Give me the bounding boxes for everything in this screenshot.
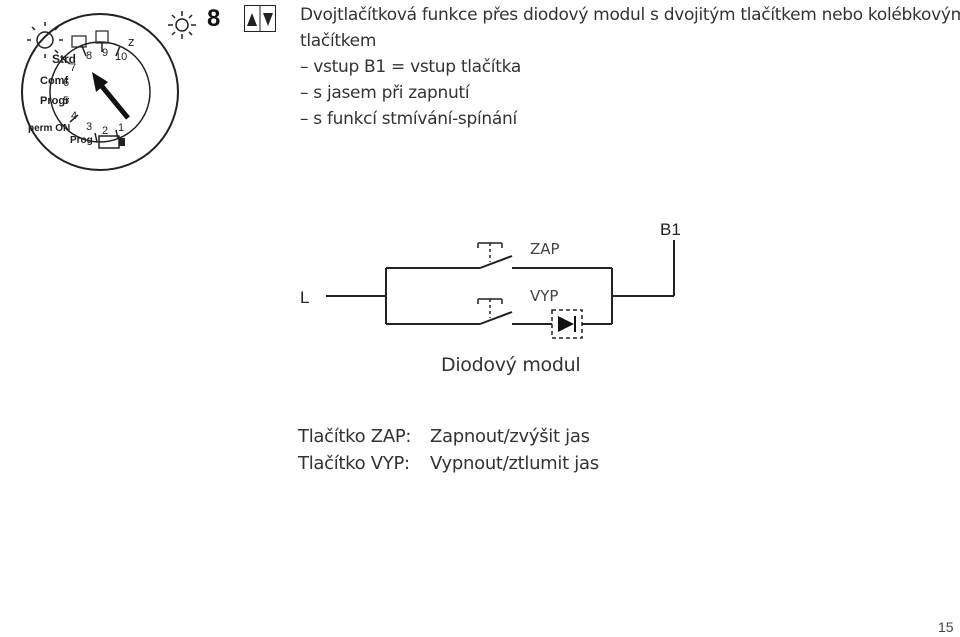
sun-icon <box>27 22 63 58</box>
label-vyp: VYP <box>530 287 558 305</box>
up-down-buttons-icon <box>244 5 276 32</box>
brightness-icon <box>168 11 196 39</box>
dial-outer-ring <box>21 13 179 171</box>
dial-label-progr: Progr <box>40 95 70 107</box>
legend-row-zap: Tlačítko ZAP: Zapnout/zvýšit jas <box>298 423 599 450</box>
dial-number-3: 3 <box>86 121 92 133</box>
label-zap: ZAP <box>530 240 560 258</box>
dial-number-2: 2 <box>102 125 108 137</box>
arrow-up-icon <box>247 13 257 26</box>
dial-label-strd: Strd <box>52 52 76 66</box>
diode-module <box>551 309 583 339</box>
legend-key-vyp: Tlačítko VYP: <box>298 453 410 474</box>
diode-symbol <box>558 316 574 332</box>
switch-zap-contact <box>479 255 513 269</box>
lamp-icon-cap <box>119 138 125 146</box>
dial-number-6: 6 <box>63 77 69 89</box>
page-number: 15 <box>938 619 954 635</box>
label-l: L <box>300 288 309 307</box>
label-b1: B1 <box>660 220 681 239</box>
dial-number-4: 4 <box>71 110 77 122</box>
legend-key-zap: Tlačítko ZAP: <box>298 426 412 447</box>
dial-number-1: 1 <box>118 122 124 134</box>
button-legend: Tlačítko ZAP: Zapnout/zvýšit jas Tlačítk… <box>298 423 599 477</box>
legend-value-vyp: Vypnout/ztlumit jas <box>430 453 599 474</box>
description-line-2: tlačítkem <box>300 31 377 51</box>
mode-number: 8 <box>207 5 221 32</box>
dial-number-10: 10 <box>115 51 127 63</box>
dial-number-7: 7 <box>70 62 76 74</box>
dial-label-comf: Comf <box>40 75 68 87</box>
wiring-diagram: L B1 ZAP VYP <box>300 220 681 339</box>
dial-number-5: 5 <box>63 95 69 107</box>
switch-vyp-contact <box>479 311 513 325</box>
display-icon <box>71 35 87 48</box>
sleep-icon: z <box>128 35 134 49</box>
dial-label-perm-on: perm ON <box>28 123 70 134</box>
pushbutton-vyp <box>477 298 503 318</box>
description-line-1: Dvojtlačítková funkce přes diodový modul… <box>300 5 960 25</box>
arrow-down-icon <box>263 13 273 26</box>
description-line-3: – vstup B1 = vstup tlačítka <box>300 57 521 77</box>
rotary-dial-illustration: Strd Comf Progr perm ON Prog 8 9 10 7 6 … <box>21 13 179 171</box>
legend-row-vyp: Tlačítko VYP: Vypnout/ztlumit jas <box>298 450 599 477</box>
function-description: Dvojtlačítková funkce přes diodový modul… <box>300 2 960 132</box>
dial-pointer-arrow <box>92 72 130 120</box>
dial-label-prog: Prog <box>70 135 93 146</box>
dial-number-9: 9 <box>102 47 108 59</box>
diode-module-caption: Diodový modul <box>441 354 581 376</box>
timer-icon <box>95 30 109 44</box>
legend-value-zap: Zapnout/zvýšit jas <box>430 426 590 447</box>
pushbutton-zap <box>477 242 503 262</box>
dial-number-8: 8 <box>86 50 92 62</box>
description-line-5: – s funkcí stmívání-spínání <box>300 109 517 129</box>
description-line-4: – s jasem při zapnutí <box>300 83 470 103</box>
